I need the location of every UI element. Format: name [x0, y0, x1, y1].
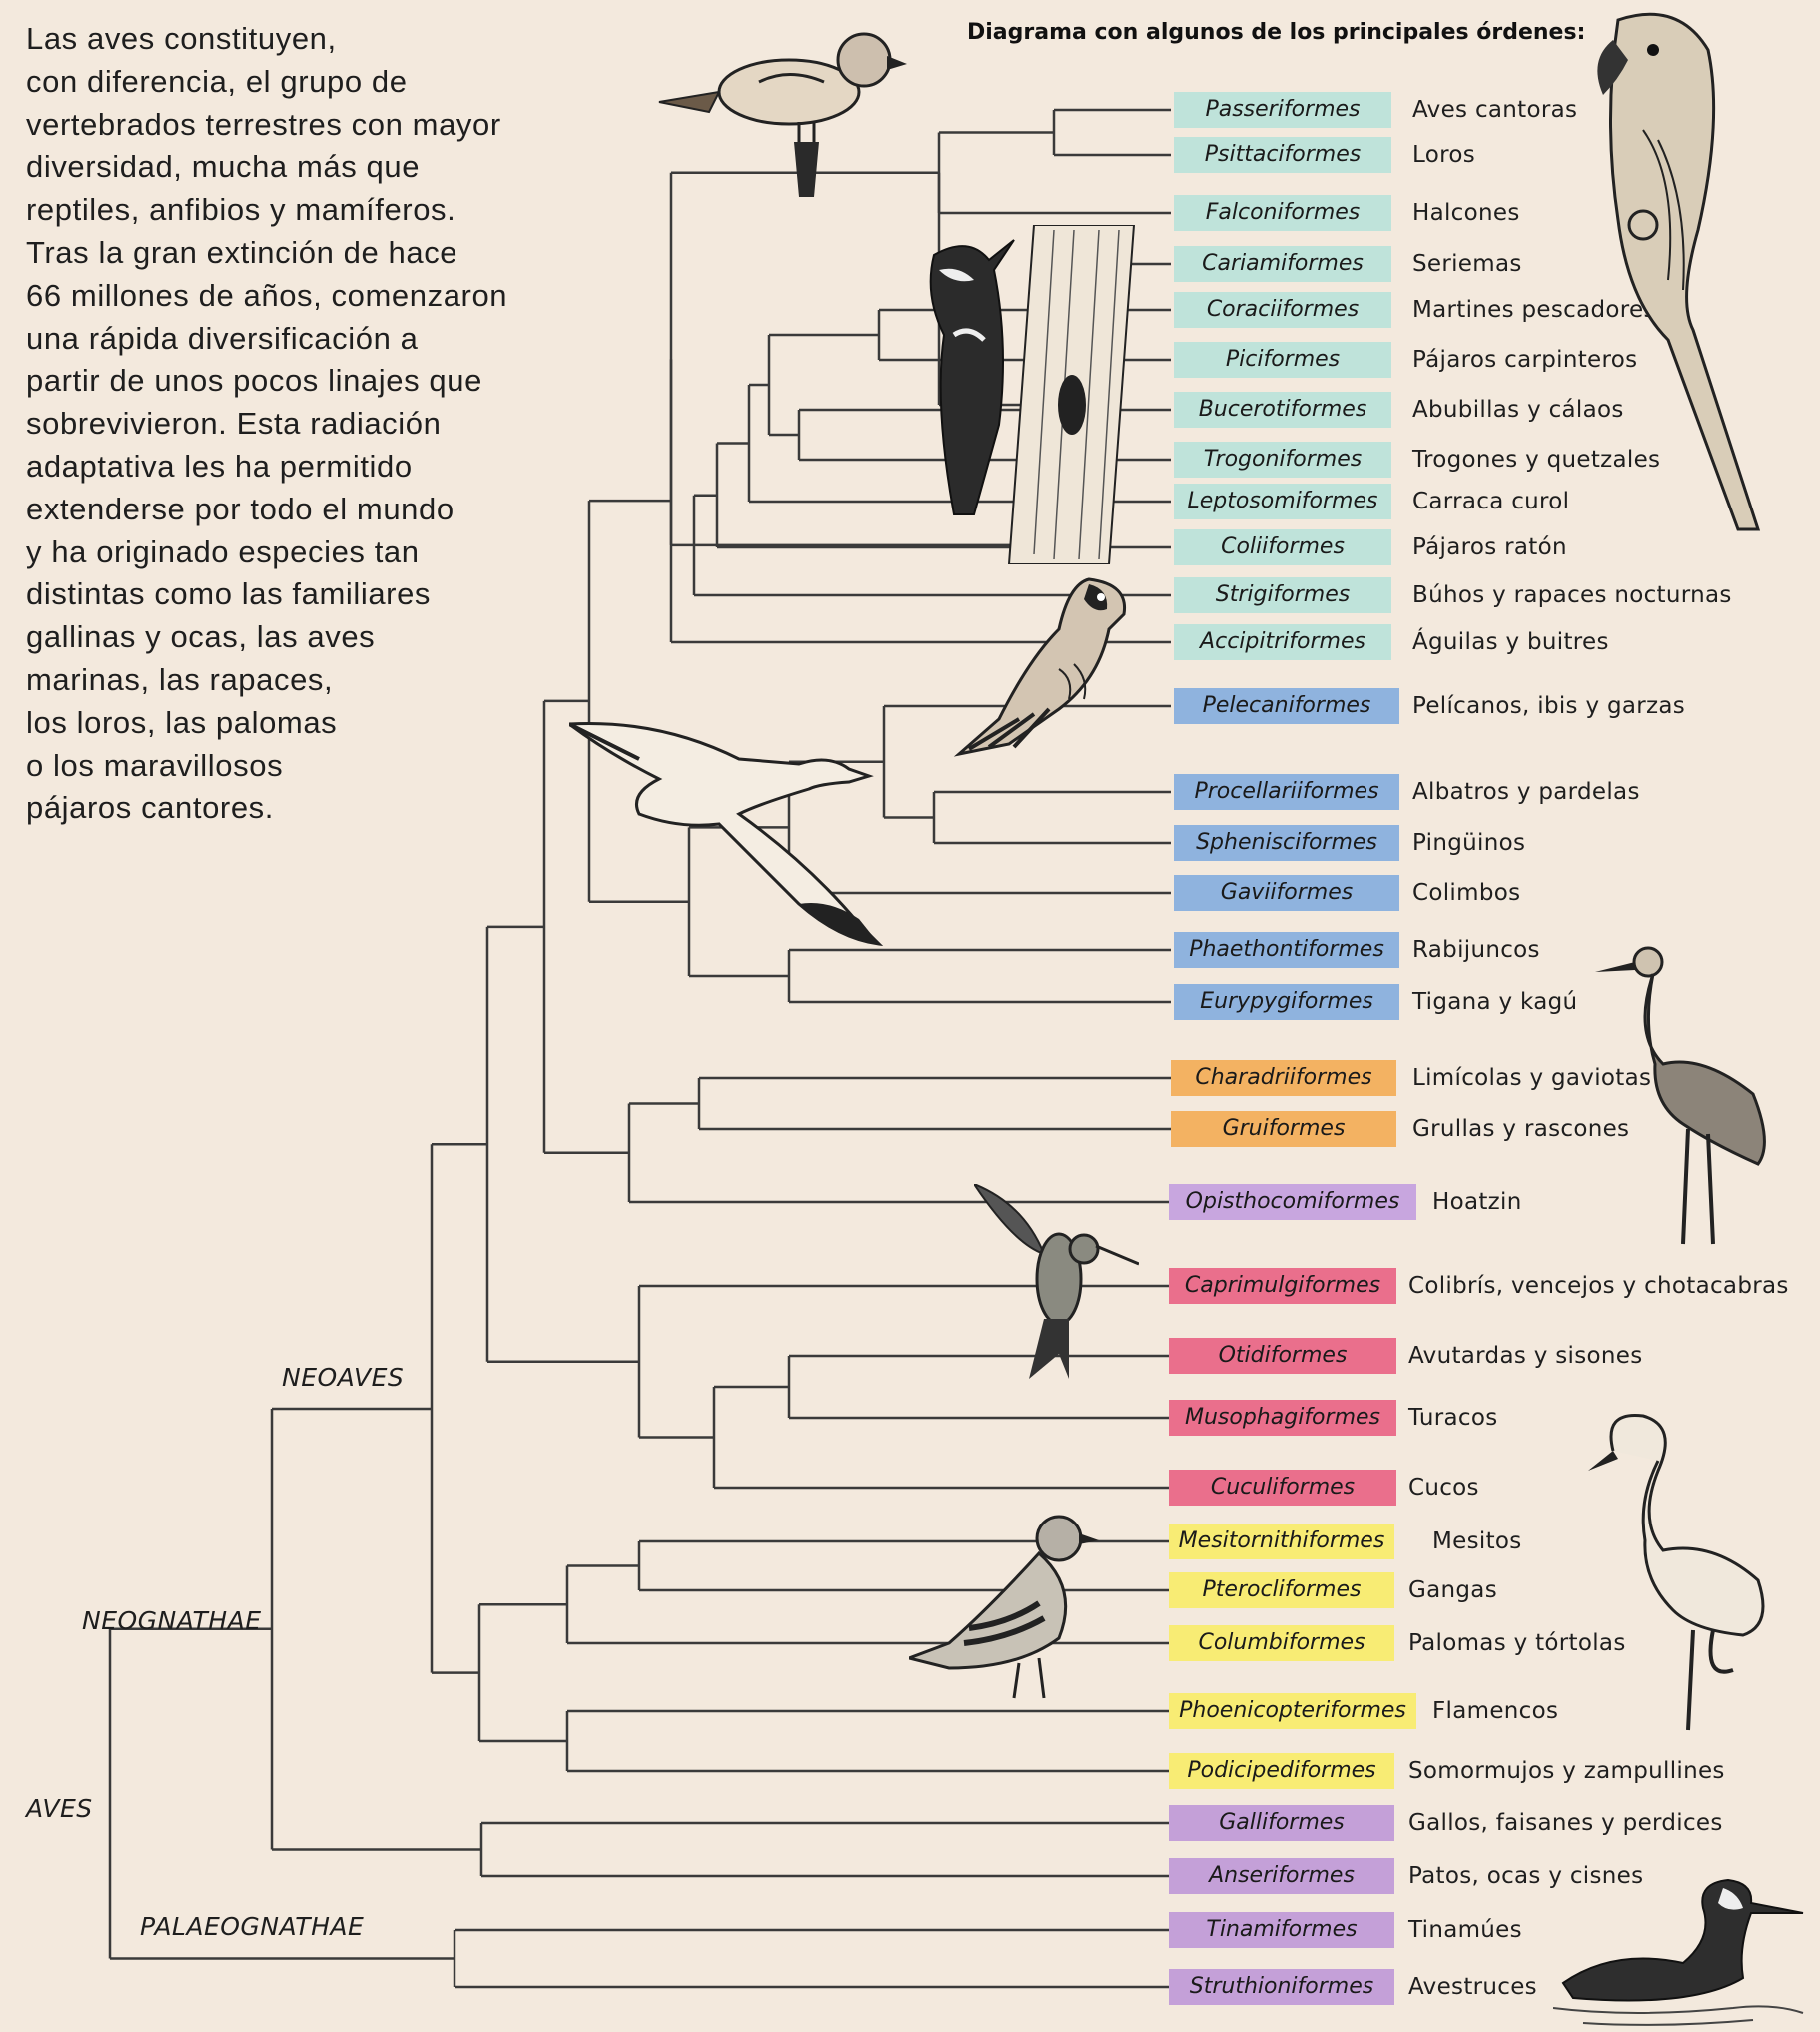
order-tag: Cuculiformes	[1169, 1470, 1396, 1506]
order-tag: Sphenisciformes	[1174, 825, 1399, 861]
order-common-name: Colimbos	[1412, 875, 1520, 911]
order-tag: Otidiformes	[1169, 1338, 1396, 1374]
order-common-name: Loros	[1412, 137, 1475, 173]
clade-label-palaeognathae: PALAEOGNATHAE	[140, 1912, 364, 1941]
order-tag: Pterocliformes	[1169, 1572, 1394, 1608]
order-common-name: Avestruces	[1408, 1969, 1537, 2005]
order-tag: Opisthocomiformes	[1169, 1184, 1416, 1220]
order-tag: Coraciiformes	[1174, 292, 1391, 328]
order-common-name: Cucos	[1408, 1470, 1479, 1506]
grebe-illustration	[1553, 1868, 1813, 2028]
order-common-name: Tigana y kagú	[1412, 984, 1577, 1020]
woodpecker-illustration	[914, 225, 1139, 564]
order-tag: Mesitornithiformes	[1169, 1524, 1394, 1559]
order-common-name: Pelícanos, ibis y garzas	[1412, 688, 1685, 724]
order-tag: Piciformes	[1174, 342, 1391, 378]
order-tag: Anseriformes	[1169, 1858, 1394, 1894]
order-common-name: Águilas y buitres	[1412, 624, 1609, 660]
order-common-name: Flamencos	[1432, 1693, 1558, 1729]
albatross-illustration	[569, 704, 929, 954]
clade-label-neognathae: NEOGNATHAE	[82, 1606, 262, 1635]
order-common-name: Hoatzin	[1432, 1184, 1522, 1220]
order-common-name: Carraca curol	[1412, 484, 1569, 519]
sparrow-illustration	[649, 12, 909, 202]
order-tag: Eurypygiformes	[1174, 984, 1399, 1020]
order-tag: Cariamiformes	[1174, 246, 1391, 282]
order-common-name: Turacos	[1408, 1400, 1497, 1436]
order-common-name: Tinamúes	[1408, 1912, 1522, 1948]
order-tag: Tinamiformes	[1169, 1912, 1394, 1948]
falcon-illustration	[939, 569, 1144, 759]
order-tag: Bucerotiformes	[1174, 392, 1391, 428]
order-tag: Trogoniformes	[1174, 442, 1391, 478]
order-tag: Pelecaniformes	[1174, 688, 1399, 724]
order-tag: Phaethontiformes	[1174, 932, 1399, 968]
order-common-name: Mesitos	[1432, 1524, 1522, 1559]
hummingbird-illustration	[974, 1184, 1139, 1384]
order-common-name: Colibrís, vencejos y chotacabras	[1408, 1268, 1789, 1304]
pigeon-illustration	[909, 1509, 1119, 1708]
order-tag: Galliformes	[1169, 1805, 1394, 1841]
order-common-name: Pingüinos	[1412, 825, 1525, 861]
order-common-name: Somormujos y zampullines	[1408, 1753, 1725, 1789]
crane-illustration	[1593, 944, 1783, 1254]
order-tag: Columbiformes	[1169, 1625, 1394, 1661]
order-common-name: Halcones	[1412, 195, 1520, 231]
order-tag: Charadriiformes	[1171, 1060, 1396, 1096]
order-common-name: Búhos y rapaces nocturnas	[1412, 577, 1732, 613]
order-tag: Psittaciformes	[1174, 137, 1391, 173]
order-tag: Phoenicopteriformes	[1169, 1693, 1416, 1729]
clade-label-neoaves: NEOAVES	[282, 1363, 404, 1392]
parrot-illustration	[1558, 0, 1778, 539]
order-tag: Gaviiformes	[1174, 875, 1399, 911]
order-common-name: Gallos, faisanes y perdices	[1408, 1805, 1723, 1841]
order-tag: Procellariiformes	[1174, 774, 1399, 810]
order-tag: Accipitriformes	[1174, 624, 1391, 660]
order-tag: Falconiformes	[1174, 195, 1391, 231]
order-tag: Passeriformes	[1174, 92, 1391, 128]
order-tag: Struthioniformes	[1169, 1969, 1394, 2005]
clade-label-aves: AVES	[26, 1794, 93, 1823]
order-tag: Strigiformes	[1174, 577, 1391, 613]
order-common-name: Pájaros ratón	[1412, 529, 1567, 565]
order-tag: Caprimulgiformes	[1169, 1268, 1396, 1304]
order-common-name: Seriemas	[1412, 246, 1522, 282]
order-tag: Podicipediformes	[1169, 1753, 1394, 1789]
order-common-name: Gangas	[1408, 1572, 1497, 1608]
order-common-name: Aves cantoras	[1412, 92, 1577, 128]
order-tag: Leptosomiformes	[1174, 484, 1391, 519]
order-common-name: Albatros y pardelas	[1412, 774, 1640, 810]
order-tag: Gruiformes	[1171, 1111, 1396, 1147]
flamingo-illustration	[1583, 1411, 1793, 1740]
order-common-name: Avutardas y sisones	[1408, 1338, 1643, 1374]
order-common-name: Rabijuncos	[1412, 932, 1540, 968]
order-tag: Musophagiformes	[1169, 1400, 1396, 1436]
order-tag: Coliiformes	[1174, 529, 1391, 565]
